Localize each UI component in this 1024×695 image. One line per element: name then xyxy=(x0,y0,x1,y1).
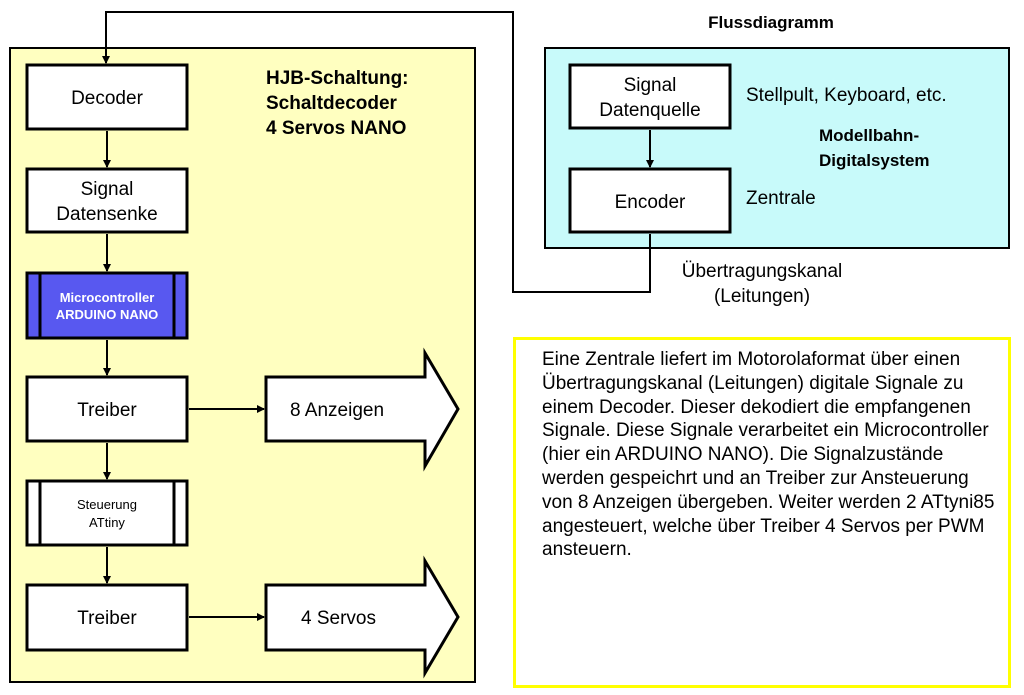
steuerung-block[interactable]: Steuerung ATtiny xyxy=(25,479,189,547)
description-text: Eine Zentrale liefert im Motorolaformat … xyxy=(542,349,995,561)
datensenke-label-line-1: Signal xyxy=(81,179,134,200)
encoder-label: Encoder xyxy=(615,192,686,213)
microcontroller-block[interactable]: Microcontroller ARDUINO NANO xyxy=(25,271,189,340)
treiber-block-1[interactable]: Treiber xyxy=(25,375,189,443)
anzeigen-output-arrow[interactable]: 8 Anzeigen xyxy=(264,347,460,472)
microcontroller-label-line-2: ARDUINO NANO xyxy=(56,307,159,322)
description-box: Eine Zentrale liefert im Motorolaformat … xyxy=(513,337,1011,688)
transmission-channel-line xyxy=(102,11,651,293)
microcontroller-label-line-1: Microcontroller xyxy=(60,290,155,305)
diagram-title: Flussdiagramm xyxy=(708,13,834,32)
hjb-panel xyxy=(9,47,476,683)
servos-output-arrow[interactable]: 4 Servos xyxy=(264,555,460,679)
decoder-label: Decoder xyxy=(71,88,143,109)
hjb-heading: HJB-Schaltung: Schaltdecoder 4 Servos NA… xyxy=(266,68,409,139)
treiber-label-1: Treiber xyxy=(77,400,137,421)
decoder-block[interactable]: Decoder xyxy=(25,63,189,131)
servos-label: 4 Servos xyxy=(301,608,376,629)
encoder-annotation: Zentrale xyxy=(746,188,816,209)
digital-heading-line-1: Modellbahn- xyxy=(819,126,919,145)
anzeigen-label: 8 Anzeigen xyxy=(290,400,384,421)
datensenke-block[interactable]: Signal Datensenke xyxy=(25,167,189,234)
hjb-heading-line-2: Schaltdecoder xyxy=(266,93,398,114)
treiber-block-2[interactable]: Treiber xyxy=(25,583,189,652)
channel-label-line-2: (Leitungen) xyxy=(714,286,810,307)
channel-label-line-1: Übertragungskanal xyxy=(682,261,843,282)
datensenke-label-line-2: Datensenke xyxy=(56,204,157,225)
hjb-heading-line-1: HJB-Schaltung: xyxy=(266,68,409,89)
hjb-heading-line-3: 4 Servos NANO xyxy=(266,118,406,139)
datenquelle-block[interactable]: Signal Datenquelle xyxy=(568,63,732,130)
datenquelle-label-line-1: Signal xyxy=(624,75,677,96)
treiber-label-2: Treiber xyxy=(77,608,137,629)
digital-heading-line-2: Digitalsystem xyxy=(819,151,930,170)
encoder-block[interactable]: Encoder xyxy=(568,167,732,234)
output-connectors xyxy=(189,405,265,621)
datenquelle-annotation: Stellpult, Keyboard, etc. xyxy=(746,85,947,106)
steuerung-label-line-1: Steuerung xyxy=(77,497,137,512)
steuerung-label-line-2: ATtiny xyxy=(89,515,125,530)
datenquelle-label-line-2: Datenquelle xyxy=(599,100,700,121)
